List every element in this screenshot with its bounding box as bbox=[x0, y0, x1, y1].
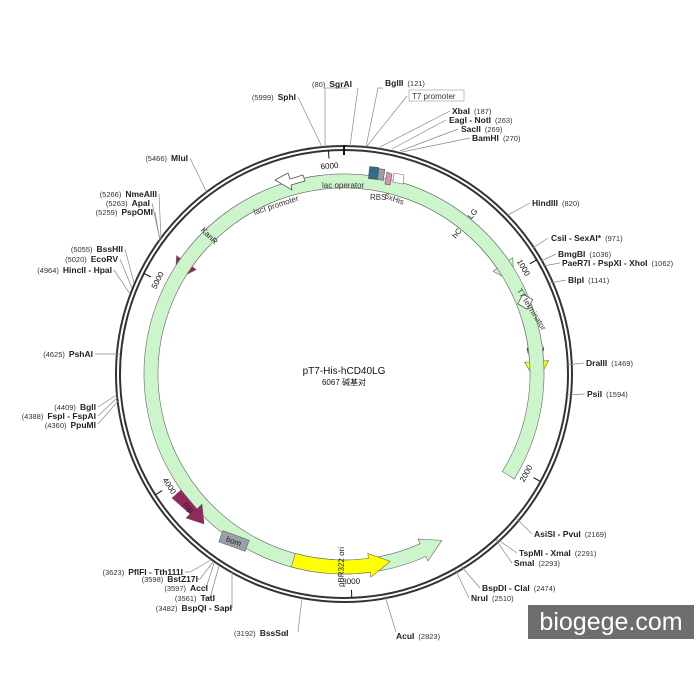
plasmid-name: pT7-His-hCD40LG bbox=[303, 366, 386, 377]
tick-label: 3000 bbox=[342, 577, 361, 587]
site-bamhi: BamHI(270) bbox=[472, 133, 521, 143]
site-hindiii: HindIII(820) bbox=[532, 198, 580, 208]
site-pflfi-tth111i: (3623)PflFI - Tth111I bbox=[103, 567, 183, 577]
tick-mark bbox=[533, 477, 541, 482]
lac-operator-box bbox=[368, 166, 379, 180]
site-bspdi-clai: BspDI - ClaI(2474) bbox=[482, 583, 556, 593]
site-bgli: (4409)BglI bbox=[54, 402, 96, 412]
site-pspomi: (5259)PspOMI bbox=[96, 207, 153, 217]
tick-mark bbox=[155, 490, 163, 496]
site-smai: SmaI(2293) bbox=[514, 558, 561, 568]
site-draiii: DraIII(1469) bbox=[586, 358, 633, 368]
watermark: biogege.com bbox=[528, 605, 694, 639]
site-sacii: SacII(269) bbox=[461, 124, 503, 134]
site-acui: AcuI(2823) bbox=[396, 631, 441, 641]
rbs-box bbox=[376, 168, 386, 181]
site-bstz17i: (3598)BstZ17I bbox=[142, 574, 198, 584]
t7-promoter-label: T7 promoter bbox=[412, 92, 456, 101]
site-csii-sexai: CsiI - SexAI*(971) bbox=[551, 233, 623, 243]
site-eagi-noti: EagI - NotI(263) bbox=[449, 115, 513, 125]
plasmid-size: 6067 碱基对 bbox=[322, 377, 366, 387]
site-apai: (5263)ApaI bbox=[106, 198, 150, 208]
his-tag-arrow bbox=[384, 171, 393, 186]
feature-arrow-pbr322-ori bbox=[291, 552, 391, 578]
tick-mark bbox=[529, 259, 537, 265]
site-bglii: BglII(121) bbox=[385, 78, 425, 88]
site-fspi-fspai: (4388)FspI - FspAI bbox=[22, 411, 96, 421]
restriction-sites: (80)SgrAI BglII(121) XbaI(187) EagI - No… bbox=[22, 78, 674, 641]
site-pshai: (4625)PshAI bbox=[43, 349, 93, 359]
site-nrui: NruI(2510) bbox=[471, 593, 514, 603]
site-xbai: XbaI(187) bbox=[452, 106, 492, 116]
site-paer7i-pspxi-xhoi: PaeR7I - PspXI - XhoI(1062) bbox=[562, 258, 674, 268]
site-sphi: (5999)SphI bbox=[252, 92, 296, 102]
features: lacIhCD40LGf1 oriKanRpBR322 ori bbox=[143, 173, 550, 587]
site-acci: (3597)AccI bbox=[164, 583, 208, 593]
site-nmeaiii: (5266)NmeAIII bbox=[100, 189, 157, 199]
rbs-label: RBS bbox=[370, 193, 386, 202]
t7-promoter-arrow bbox=[392, 172, 405, 185]
rop-arrow: rop bbox=[171, 489, 205, 525]
site-sgrai: (80)SgrAI bbox=[312, 79, 352, 89]
site-blpi: BlpI(1141) bbox=[568, 275, 610, 285]
site-tati: (3561)TatI bbox=[175, 593, 215, 603]
t7-promoter-label-box bbox=[408, 89, 465, 102]
site-bspqi-sapi: (3482)BspQI - SapI bbox=[156, 603, 232, 613]
tick-mark bbox=[143, 272, 152, 278]
site-mlui: (5466)MluI bbox=[145, 153, 188, 163]
site-asisi-pvui: AsiSI - PvuI(2169) bbox=[534, 529, 607, 539]
laci-promoter-arrow bbox=[274, 172, 306, 191]
site-ecorv: (5020)EcoRV bbox=[65, 254, 118, 264]
site-bmgbi: BmgBI(1036) bbox=[558, 249, 612, 259]
bom-box: bom bbox=[218, 530, 250, 552]
site-ppumi: (4360)PpuMI bbox=[45, 420, 96, 430]
t7-terminator-box bbox=[517, 293, 534, 310]
site-hincii-hpai: (4964)HincII - HpaI bbox=[37, 265, 112, 275]
site-bsssai: (3192)BssSαI bbox=[234, 628, 289, 638]
site-tspmi-xmai: TspMI - XmaI(2291) bbox=[519, 548, 597, 558]
lac-operator-label: lac operator bbox=[322, 181, 365, 190]
site-bsshii: (5055)BssHII bbox=[71, 244, 123, 254]
tick-mark bbox=[327, 150, 330, 159]
feature-label-pbr322-ori: pBR322 ori bbox=[337, 547, 346, 587]
site-leaders bbox=[95, 87, 586, 633]
site-psii: PsiI(1594) bbox=[587, 389, 628, 399]
tick-label: 6000 bbox=[320, 161, 339, 171]
